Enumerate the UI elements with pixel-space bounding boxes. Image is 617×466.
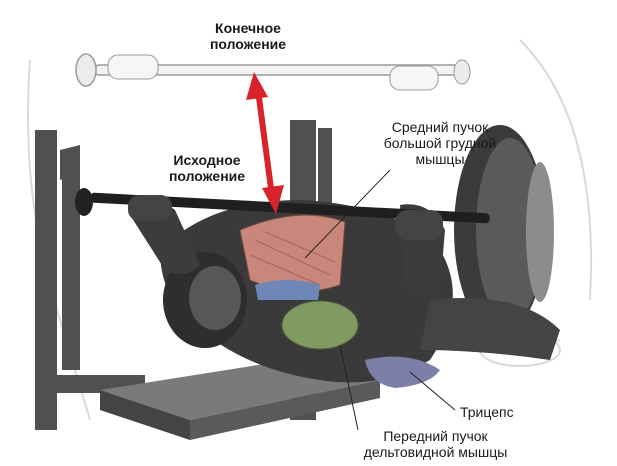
barbell-end-position xyxy=(75,53,471,91)
label-leader-lines xyxy=(304,169,456,431)
label-triceps: Трицепс xyxy=(460,404,514,420)
label-front-deltoid: Передний пучок дельтовидной мышцы xyxy=(363,428,508,460)
muscle-pectoral xyxy=(239,214,346,292)
label-start-position: Исходное положение xyxy=(168,152,246,184)
double-arrow-icon xyxy=(246,72,284,214)
barbell-start-position xyxy=(75,188,490,240)
weight-plate-right xyxy=(454,125,554,335)
muscle-deltoid xyxy=(281,300,359,350)
label-middle-pectoral: Средний пучок большой грудной мышцы xyxy=(383,119,497,167)
muscle-triceps xyxy=(255,280,440,388)
label-end-position: Конечное положение xyxy=(209,20,287,52)
